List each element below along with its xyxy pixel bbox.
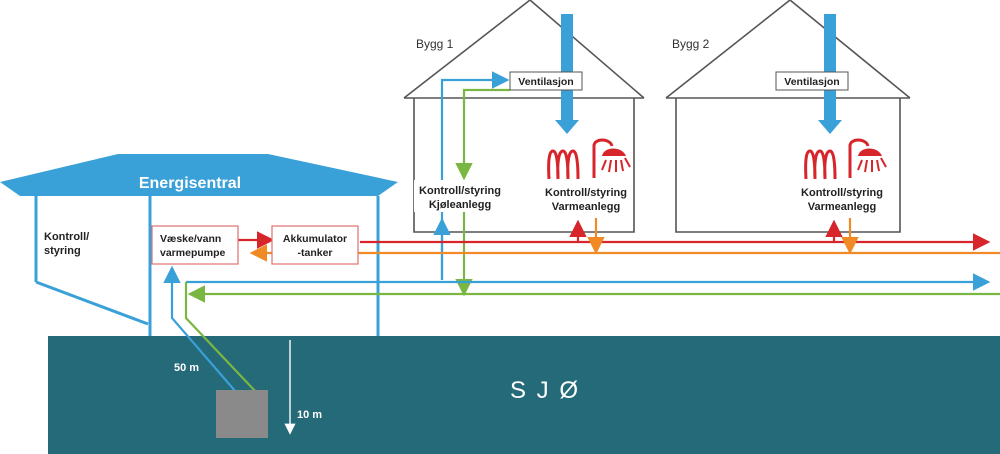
energy-central-title: Energisentral [139, 175, 241, 192]
ventilation-duct-1 [555, 14, 579, 134]
green-pipe-ventilation-return [455, 88, 510, 181]
energy-central-roof [0, 154, 398, 196]
ventilation-box-2: Ventilasjon [775, 71, 849, 91]
blue-sea-intake-pipe [163, 265, 237, 393]
radiator-icon [804, 149, 837, 180]
blue-pipe-ventilation-feed [440, 71, 510, 280]
building-1-name: Bygg 1 [416, 37, 454, 51]
heat-pump-box: Væske/vann varmepumpe [151, 225, 239, 265]
accumulator-line2: -tanker [297, 247, 332, 259]
heat-pump-line1: Væske/vann [160, 233, 221, 245]
accumulator-box: Akkumulator -tanker [271, 225, 359, 265]
ventilation-1-label: Ventilasjon [518, 76, 573, 88]
cooling-control-line1: Kontroll/styring [419, 185, 501, 197]
heat-pump-line2: varmepumpe [160, 247, 226, 259]
radiator-icon [547, 149, 580, 180]
cooling-control-line2: Kjøleanlegg [429, 199, 491, 211]
control-left-line2: styring [44, 245, 81, 257]
building-2-name: Bygg 2 [672, 37, 710, 51]
sea-label: S J Ø [510, 377, 580, 404]
ventilation-duct-2 [818, 14, 842, 134]
heating-control-2-line2: Varmeanlegg [808, 201, 876, 213]
heating-control-2-line1: Kontroll/styring [801, 187, 883, 199]
heating-control-1-line1: Kontroll/styring [545, 187, 627, 199]
energy-central: Energisentral [0, 154, 398, 336]
shower-icon [592, 138, 631, 178]
depth-label: 10 m [297, 409, 322, 421]
sea-collector [216, 390, 268, 438]
heating-control-1-line2: Varmeanlegg [552, 201, 620, 213]
shower-icon [848, 138, 887, 178]
ventilation-2-label: Ventilasjon [784, 76, 839, 88]
distance-label: 50 m [174, 362, 199, 374]
green-sea-outlet-pipe [184, 282, 257, 393]
building-1: Bygg 1 [403, 0, 645, 233]
ventilation-box-1: Ventilasjon [509, 71, 583, 91]
sea-area [48, 336, 1000, 454]
control-left-line1: Kontroll/ [44, 231, 89, 243]
accumulator-line1: Akkumulator [283, 233, 347, 245]
building-2: Bygg 2 [665, 0, 911, 233]
